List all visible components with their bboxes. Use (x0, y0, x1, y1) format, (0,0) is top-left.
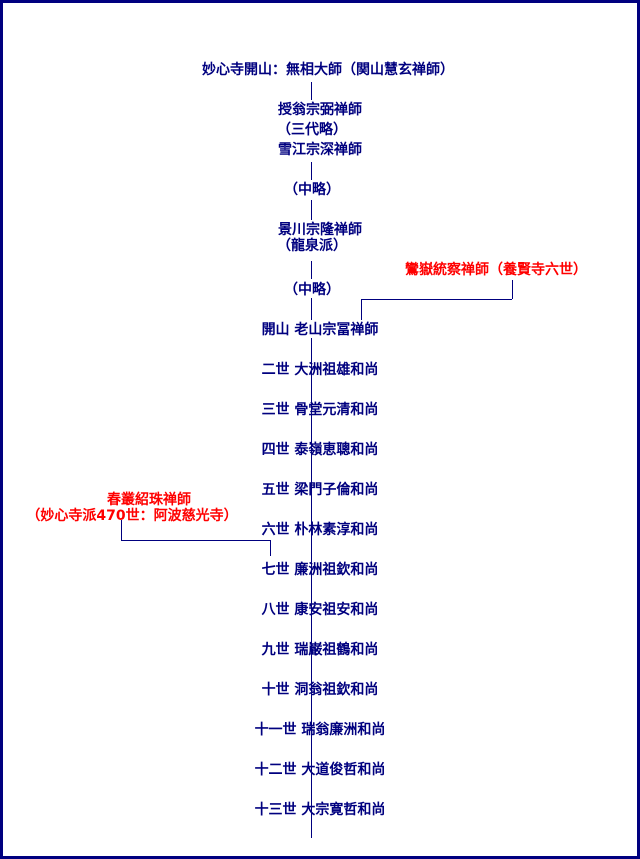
abbot-entry: 十世 洞翁祖欽和尚 (261, 682, 379, 698)
abbot-entry: 七世 廉洲祖欽和尚 (261, 562, 379, 578)
connector-line (311, 200, 312, 220)
lineage-note: （三代略） (277, 122, 347, 138)
abbot-entry: 八世 康安祖安和尚 (261, 602, 379, 618)
lineage-note: （中略） (284, 182, 340, 198)
abbot-entry: 二世 大洲祖雄和尚 (261, 362, 379, 378)
connector-line (311, 162, 312, 180)
lineage-entry: 授翁宗弼禅師 (278, 102, 362, 118)
lineage-entry: 景川宗隆禅師 (278, 222, 362, 238)
connector-line (311, 338, 312, 838)
abbot-entry: 三世 骨堂元清和尚 (261, 402, 379, 418)
connector-line (311, 261, 312, 279)
founder-label: 妙心寺開山：無相大師（関山慧玄禅師） (202, 62, 454, 78)
lineage-note: （龍泉派） (277, 238, 347, 254)
abbot-entry: 五世 梁門子倫和尚 (261, 482, 379, 498)
abbot-entry: 十三世 大宗寛哲和尚 (254, 802, 386, 818)
branch-connector-left (121, 540, 271, 541)
branch-connector-right (361, 299, 362, 320)
branch-connector-right (512, 280, 513, 299)
abbot-entry: 九世 瑞巌祖鶴和尚 (261, 642, 379, 658)
branch-connector-right (361, 299, 512, 300)
abbot-entry: 十一世 瑞翁廉洲和尚 (254, 722, 386, 738)
connector-line (311, 298, 312, 320)
branch-connector-left (121, 520, 122, 540)
lineage-note: （中略） (284, 282, 340, 298)
connector-line (311, 82, 312, 100)
abbot-entry: 四世 泰嶺恵聰和尚 (261, 442, 379, 458)
branch-connector-left (270, 540, 271, 556)
branch-label-left-note: （妙心寺派470世：阿波慈光寺） (26, 508, 238, 524)
lineage-entry: 雪江宗深禅師 (278, 142, 362, 158)
temple-founder-label: 開山 老山宗冨禅師 (261, 322, 379, 338)
branch-label-right: 鸞嶽統察禅師（養賢寺六世） (405, 262, 587, 278)
branch-label-left: 春叢紹珠禅師 (107, 492, 191, 508)
abbot-entry: 六世 朴林素淳和尚 (261, 522, 379, 538)
abbot-entry: 十二世 大道俊哲和尚 (254, 762, 386, 778)
